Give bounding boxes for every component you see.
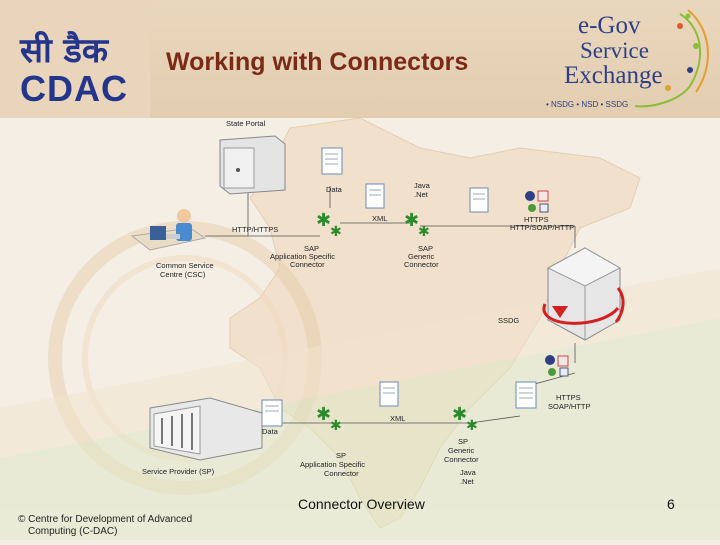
java-label-top: Java bbox=[414, 181, 431, 190]
java-label-bottom: Java bbox=[460, 468, 477, 477]
sap-specific-label-2: Application Specific bbox=[270, 252, 335, 261]
sp-generic-connector-icon: ✱ ✱ bbox=[452, 404, 478, 434]
state-portal-server-icon bbox=[219, 135, 286, 195]
page-number: 6 bbox=[667, 496, 675, 512]
connection-lines bbox=[205, 186, 576, 424]
csc-label-2: Centre (CSC) bbox=[160, 270, 206, 279]
egov-line2: Service bbox=[580, 38, 649, 63]
page-title: Working with Connectors bbox=[166, 48, 469, 76]
copyright-notice: © Centre for Development of Advanced Com… bbox=[18, 514, 198, 538]
egov-line3: Exchange bbox=[564, 62, 663, 89]
sp-generic-label-2: Generic bbox=[448, 446, 475, 455]
ssdg-server-icon bbox=[546, 247, 622, 341]
net-document-icon-top bbox=[469, 187, 489, 213]
header-bar: सी डैक CDAC Working with Connectors e-Go… bbox=[0, 0, 720, 118]
https-component-icon-bottom bbox=[545, 355, 569, 377]
sap-generic-connector-icon: ✱ ✱ bbox=[404, 210, 430, 240]
ssdg-loop-arrow-icon bbox=[542, 287, 625, 325]
sp-specific-label-2: Application Specific bbox=[300, 460, 365, 469]
ssdg-label: SSDG bbox=[498, 316, 519, 325]
http-label-left: HTTP/HTTPS bbox=[232, 225, 278, 234]
csc-label-1: Common Service bbox=[156, 261, 214, 270]
egov-line1: e-Gov bbox=[578, 12, 641, 39]
copyright-line-1: © Centre for Development of Advanced bbox=[18, 514, 193, 525]
https-label-bottom-2: SOAP/HTTP bbox=[548, 402, 591, 411]
sap-specific-label-1: SAP bbox=[304, 244, 319, 253]
svg-text:✱: ✱ bbox=[316, 404, 331, 425]
sap-generic-label-1: SAP bbox=[418, 244, 433, 253]
sap-specific-connector-icon: ✱ ✱ bbox=[316, 210, 342, 240]
sp-specific-connector-icon: ✱ ✱ bbox=[316, 404, 342, 434]
java-document-icon-top bbox=[365, 183, 385, 209]
svg-text:✱: ✱ bbox=[316, 210, 331, 231]
data-document-icon-bottom bbox=[261, 399, 283, 427]
svg-text:✱: ✱ bbox=[330, 224, 342, 240]
cdac-logo-latin: CDAC bbox=[20, 68, 128, 109]
sp-specific-label-1: SP bbox=[336, 451, 346, 460]
service-provider-label: Service Provider (SP) bbox=[142, 467, 215, 476]
xml-label-bottom: XML bbox=[390, 414, 405, 423]
service-provider-building-icon bbox=[149, 397, 263, 461]
data-label-top: Data bbox=[326, 185, 343, 194]
egov-tagline: • NSDG • NSD • SSDG bbox=[546, 100, 629, 109]
copyright-line-2: Computing (C-DAC) bbox=[28, 526, 118, 537]
sap-generic-label-3: Connector bbox=[404, 260, 439, 269]
net-document-icon-bottom bbox=[515, 381, 537, 409]
sap-specific-label-3: Connector bbox=[290, 260, 325, 269]
svg-text:✱: ✱ bbox=[452, 404, 467, 425]
https-component-icon-top bbox=[525, 190, 549, 213]
sp-specific-label-3: Connector bbox=[324, 469, 359, 478]
data-document-icon-top bbox=[321, 147, 343, 175]
https-label-bottom: HTTPS bbox=[556, 393, 581, 402]
net-label-bottom: .Net bbox=[460, 477, 475, 486]
egov-swirl-icon bbox=[634, 9, 709, 108]
svg-text:✱: ✱ bbox=[466, 418, 478, 434]
svg-text:✱: ✱ bbox=[418, 224, 430, 240]
svg-text:✱: ✱ bbox=[330, 418, 342, 434]
sap-generic-label-2: Generic bbox=[408, 252, 435, 261]
data-label-bottom: Data bbox=[262, 427, 279, 436]
csc-operator-icon bbox=[130, 209, 207, 251]
https-label-top: HTTPS bbox=[524, 215, 549, 224]
https-label-top-2: HTTP/SOAP/HTTP bbox=[510, 223, 574, 232]
xml-label-top: XML bbox=[372, 214, 387, 223]
sp-generic-label-1: SP bbox=[458, 437, 468, 446]
egov-logo: e-Gov Service Exchange • NSDG • NSD • SS… bbox=[540, 6, 715, 116]
diagram-caption: Connector Overview bbox=[298, 496, 425, 512]
xml-document-icon-bottom bbox=[379, 381, 399, 407]
state-portal-label: State Portal bbox=[226, 119, 266, 128]
svg-text:✱: ✱ bbox=[404, 210, 419, 231]
sp-generic-label-3: Connector bbox=[444, 455, 479, 464]
connector-diagram: State Portal Data Java .Net XML HTTP/HTT… bbox=[0, 117, 720, 540]
net-label-top: .Net bbox=[414, 190, 429, 199]
cdac-logo: सी डैक CDAC bbox=[0, 0, 150, 118]
cdac-logo-hindi: सी डैक bbox=[20, 31, 108, 71]
